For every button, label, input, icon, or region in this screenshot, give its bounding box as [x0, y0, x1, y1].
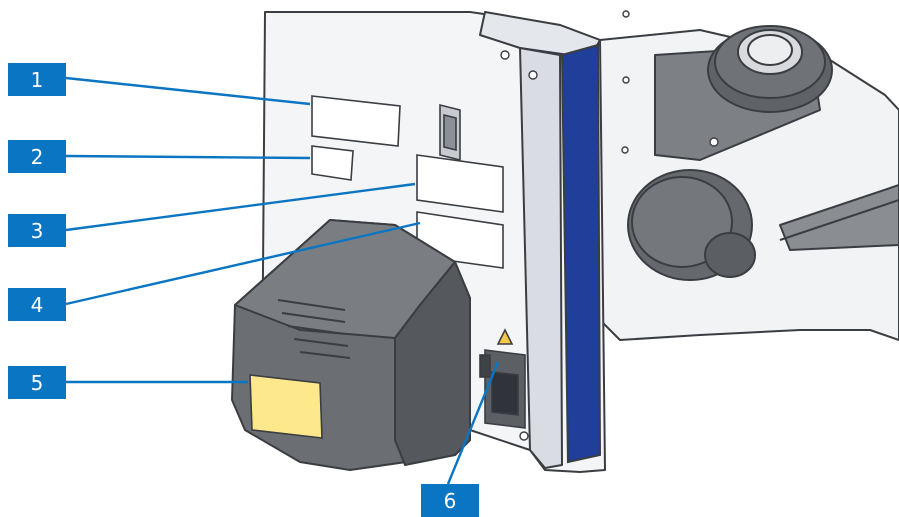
callout-6: 6 — [421, 484, 479, 517]
leader-line-1 — [65, 76, 311, 106]
focus-knob — [627, 169, 756, 281]
callout-2: 2 — [8, 140, 66, 173]
yellow-label — [249, 374, 323, 439]
callout-1: 1 — [8, 63, 66, 96]
serial-connector — [439, 103, 461, 162]
callout-5: 5 — [8, 366, 66, 399]
leader-line-6 — [446, 361, 500, 485]
label-areas — [311, 95, 504, 269]
callout-3: 3 — [8, 214, 66, 247]
callout-4: 4 — [8, 288, 66, 321]
leader-line-3 — [65, 182, 416, 232]
leader-line-4 — [65, 221, 421, 306]
leader-lines — [65, 76, 500, 485]
leader-line-2 — [65, 154, 311, 160]
blue-strip — [560, 43, 602, 464]
objective-ring — [707, 25, 833, 113]
